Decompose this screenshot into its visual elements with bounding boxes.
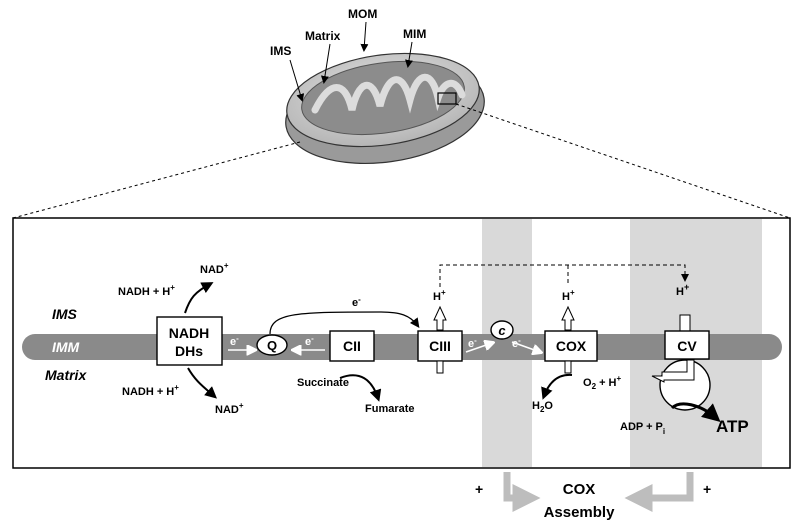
succinate-label: Succinate [297, 377, 349, 389]
e-cii-label: e- [305, 334, 314, 348]
e-ciii-c-label: e- [468, 336, 477, 350]
nadh-dh-label-2: DHs [175, 343, 203, 359]
cox-proton-arrow [561, 305, 575, 331]
assembly-plus-right: + [703, 481, 711, 497]
nadh-top-arrow [184, 282, 214, 314]
h2o-label: H2O [532, 400, 553, 414]
mim-label: MIM [403, 27, 426, 41]
cytochrome-c [490, 320, 514, 340]
cox-complex [544, 330, 598, 362]
cox-label: COX [556, 338, 587, 354]
nadh-dh-label-1: NADH [169, 325, 209, 341]
nadh-dh-complex [156, 316, 223, 366]
o2-to-h2o-arrow [541, 373, 573, 400]
e-nadh-label: e- [230, 334, 239, 348]
q-ubiquinone [256, 334, 288, 356]
o2-label: O2 + H+ [583, 374, 622, 391]
h-cv-label: H+ [676, 282, 689, 298]
h-ciii-label: H+ [433, 288, 446, 303]
assembly-arrow-left [503, 472, 541, 512]
nadh-bottom-arrow [187, 367, 217, 399]
c-label: c [498, 323, 506, 338]
matrix-label: Matrix [305, 29, 341, 43]
cv-label: CV [677, 338, 697, 354]
q-label: Q [267, 338, 277, 353]
h-cox-label: H+ [562, 288, 575, 303]
ciii-proton-arrow [433, 305, 447, 331]
cii-complex [329, 330, 375, 362]
cii-label: CII [343, 338, 361, 354]
assembly-label-2: Assembly [544, 504, 616, 521]
matrix-side-label: Matrix [45, 367, 87, 383]
ims-side-label: IMS [52, 306, 78, 322]
mom-label: MOM [348, 7, 377, 21]
adp-label: ADP + Pi [620, 421, 665, 436]
assembly-plus-left: + [475, 481, 483, 497]
nadh-top-text: NADH + H+ [118, 283, 175, 298]
adp-to-atp-arrow [670, 402, 721, 422]
ciii-complex [417, 330, 463, 362]
mitochondrion-illustration [285, 52, 485, 165]
nad-top-text: NAD+ [200, 261, 229, 276]
fumarate-label: Fumarate [365, 403, 415, 415]
ciii-label: CIII [429, 338, 451, 354]
nadh-bottom-text: NADH + H+ [122, 383, 179, 398]
atp-label: ATP [716, 417, 749, 436]
zoom-box [437, 92, 457, 105]
ims-label: IMS [270, 44, 291, 58]
q-to-ciii-electron-path [269, 311, 420, 335]
assembly-arrow-right [624, 472, 694, 512]
imm-side-label: IMM [52, 339, 80, 355]
assembly-label-1: COX [563, 481, 596, 498]
cv-complex [664, 330, 710, 360]
nad-bottom-text: NAD+ [215, 401, 244, 416]
succinate-arrow [339, 374, 382, 402]
e-c-cox-label: e- [512, 336, 521, 350]
proton-flow-line [439, 264, 689, 287]
e-q-ciii-label: e- [352, 295, 361, 309]
